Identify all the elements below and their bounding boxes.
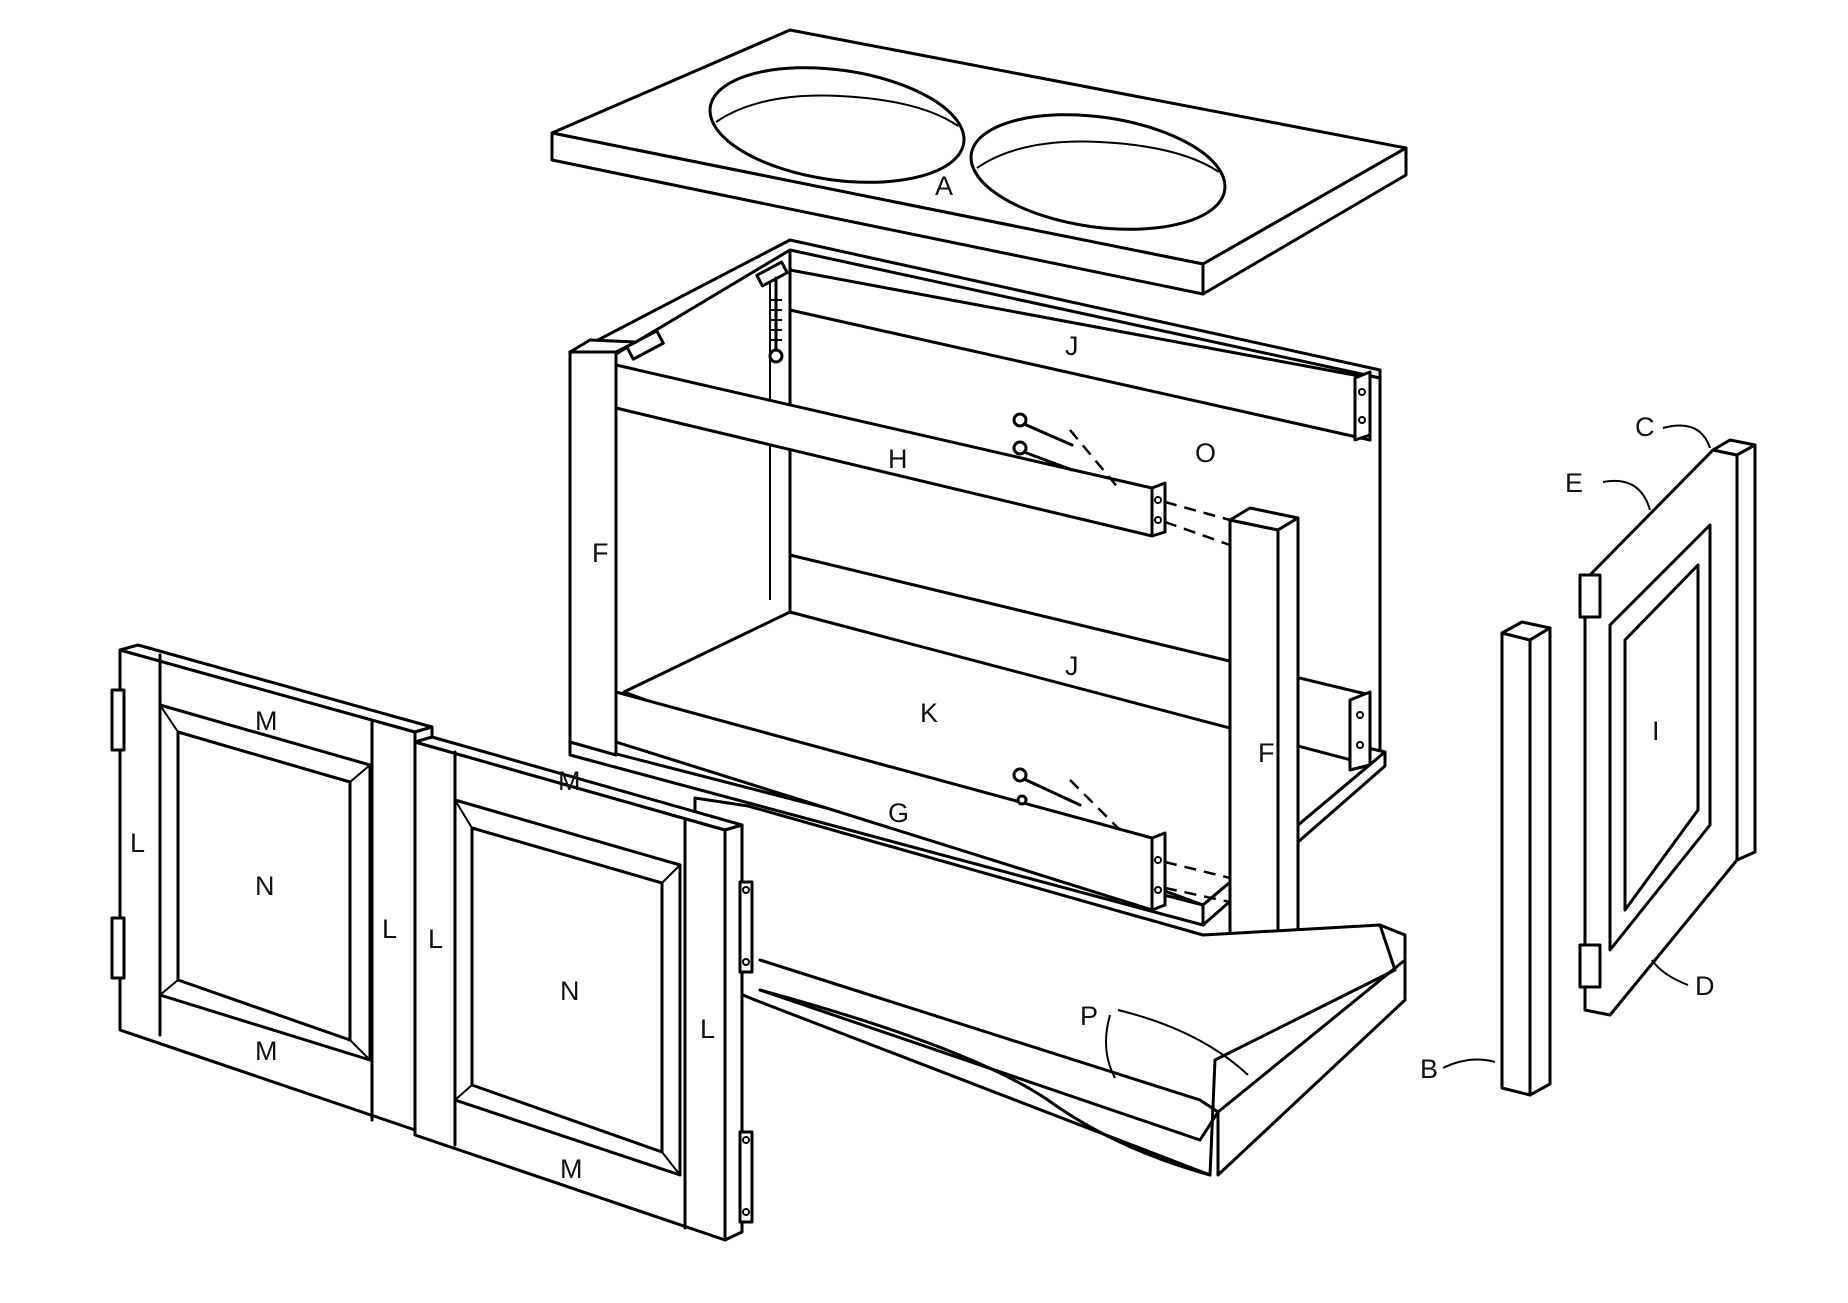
label-side-rail-top: E bbox=[1565, 468, 1583, 498]
bowl-hole-left bbox=[708, 66, 966, 184]
cabinet-body bbox=[568, 238, 1387, 957]
label-door-left-top-rail: M bbox=[255, 706, 278, 736]
screw-icon bbox=[1012, 412, 1082, 807]
label-door-left-bottom-rail: M bbox=[255, 1036, 278, 1066]
label-side-stile-loose: B bbox=[1420, 1054, 1438, 1084]
label-back-rail-bottom: J bbox=[1065, 651, 1079, 681]
label-side-rail-bottom: D bbox=[1695, 971, 1715, 1001]
label-door-left-panel: N bbox=[255, 871, 275, 901]
label-door-right-inner-stile: L bbox=[428, 924, 443, 954]
label-door-right-panel: N bbox=[560, 976, 580, 1006]
label-door-right-bottom-rail: M bbox=[560, 1154, 583, 1184]
door-right bbox=[413, 735, 754, 1242]
label-top: A bbox=[935, 171, 953, 201]
label-back-panel: O bbox=[1195, 438, 1216, 468]
side-door bbox=[1578, 438, 1757, 1017]
label-front-rail-bottom: G bbox=[888, 798, 909, 828]
hinge-icon bbox=[738, 880, 754, 1224]
label-bottom-panel: K bbox=[920, 698, 938, 728]
back-rail-top bbox=[788, 268, 1372, 442]
label-plinth: P bbox=[1080, 1001, 1098, 1031]
bowl-hole-right bbox=[969, 113, 1227, 231]
label-door-left-inner-stile: L bbox=[382, 914, 397, 944]
label-front-rail-top: H bbox=[888, 444, 908, 474]
part-labels: A J O H F J K F G P I C E D B M L N L M … bbox=[130, 171, 1715, 1184]
door-left bbox=[110, 643, 434, 1132]
hinge-icon bbox=[110, 688, 126, 980]
side-stile-loose bbox=[1500, 620, 1552, 1097]
tabletop-fastener-icon bbox=[625, 260, 789, 364]
label-back-rail-top: J bbox=[1065, 331, 1079, 361]
top-panel bbox=[550, 28, 1408, 296]
callout-arrows bbox=[1105, 424, 1711, 1079]
label-side-door-panel: I bbox=[1652, 716, 1660, 746]
label-side-stile-groove: C bbox=[1635, 412, 1655, 442]
label-leg-left: F bbox=[592, 538, 609, 568]
label-leg-right: F bbox=[1258, 738, 1275, 768]
label-door-right-outer-stile: L bbox=[700, 1014, 715, 1044]
label-door-left-outer-stile: L bbox=[130, 828, 145, 858]
label-door-right-top-rail: M bbox=[558, 766, 581, 796]
